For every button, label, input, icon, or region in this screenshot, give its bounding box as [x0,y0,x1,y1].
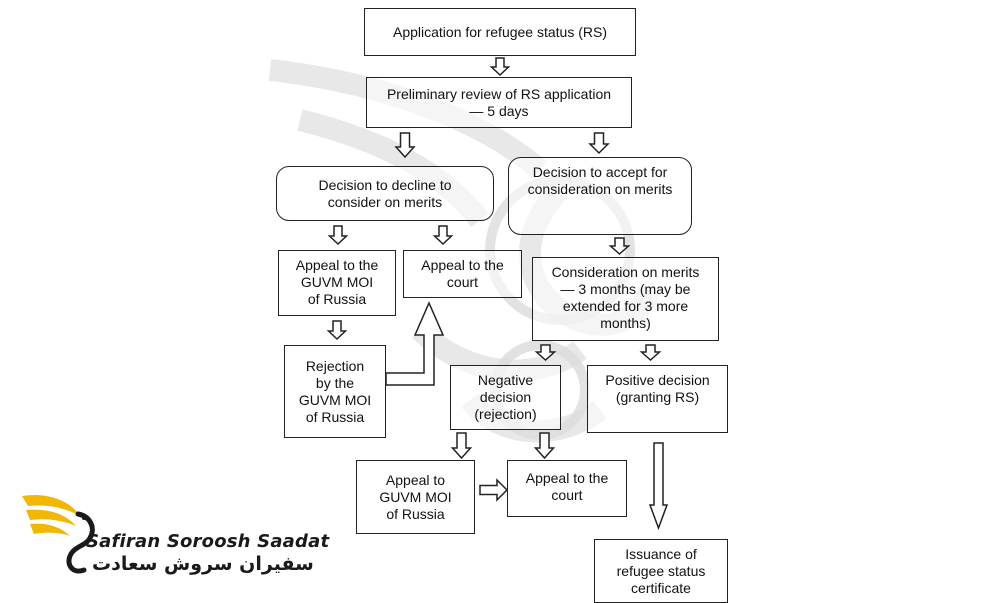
arrow-right [479,478,509,502]
arrow-down [450,432,473,460]
node-consideration-merits-label: Consideration on merits — 3 months (may … [551,264,700,331]
arrow-down-long [648,442,669,531]
arrow-down [394,132,416,159]
node-issuance-label: Issuance of refugee status certificate [616,546,706,596]
node-rejection-guvm-label: Rejection by the GUVM MOI of Russia [298,357,372,425]
node-accept-label: Decision to accept for consideration on … [527,164,673,197]
node-appeal-court-1: Appeal to the court [403,250,522,298]
logo-name-persian: سفیران سروش سعادت [92,553,314,575]
node-appeal-court-2-label: Appeal to the court [525,470,609,503]
node-negative-decision-label: Negative decision (rejection) [474,372,537,422]
node-positive-decision: Positive decision (granting RS) [587,365,728,433]
node-application-label: Application for refugee status (RS) [393,23,607,40]
company-logo-bird-icon [22,494,95,574]
node-accept: Decision to accept for consideration on … [508,157,692,235]
node-rejection-guvm: Rejection by the GUVM MOI of Russia [284,345,386,438]
arrow-down [432,225,454,246]
node-consideration-merits: Consideration on merits — 3 months (may … [532,257,719,341]
node-preliminary-review-label: Preliminary review of RS application — 5… [386,85,612,119]
arrow-down [533,432,556,460]
node-decline-label: Decision to decline to consider on merit… [318,176,452,210]
arrow-elbow-up [385,301,445,386]
arrow-down [588,132,610,155]
node-appeal-guvm-1-label: Appeal to the GUVM MOI of Russia [295,257,379,307]
node-appeal-court-1-label: Appeal to the court [421,257,504,290]
arrow-down [608,237,631,256]
node-issuance: Issuance of refugee status certificate [594,539,728,603]
arrow-down [327,225,349,246]
node-appeal-guvm-2: Appeal to GUVM MOI of Russia [356,460,475,534]
node-decline: Decision to decline to consider on merit… [276,166,494,221]
arrow-down [534,344,557,362]
arrow-down [326,320,348,341]
node-appeal-guvm-1: Appeal to the GUVM MOI of Russia [278,250,396,316]
arrow-down [489,57,511,77]
node-preliminary-review: Preliminary review of RS application — 5… [366,77,632,128]
logo-name-latin: Safiran Soroosh Saadat [86,531,330,552]
arrow-down [639,344,662,362]
node-positive-decision-label: Positive decision (granting RS) [605,372,710,405]
node-appeal-court-2: Appeal to the court [507,460,627,517]
node-appeal-guvm-2-label: Appeal to GUVM MOI of Russia [379,471,452,522]
node-application: Application for refugee status (RS) [364,8,636,56]
node-negative-decision: Negative decision (rejection) [450,365,561,430]
